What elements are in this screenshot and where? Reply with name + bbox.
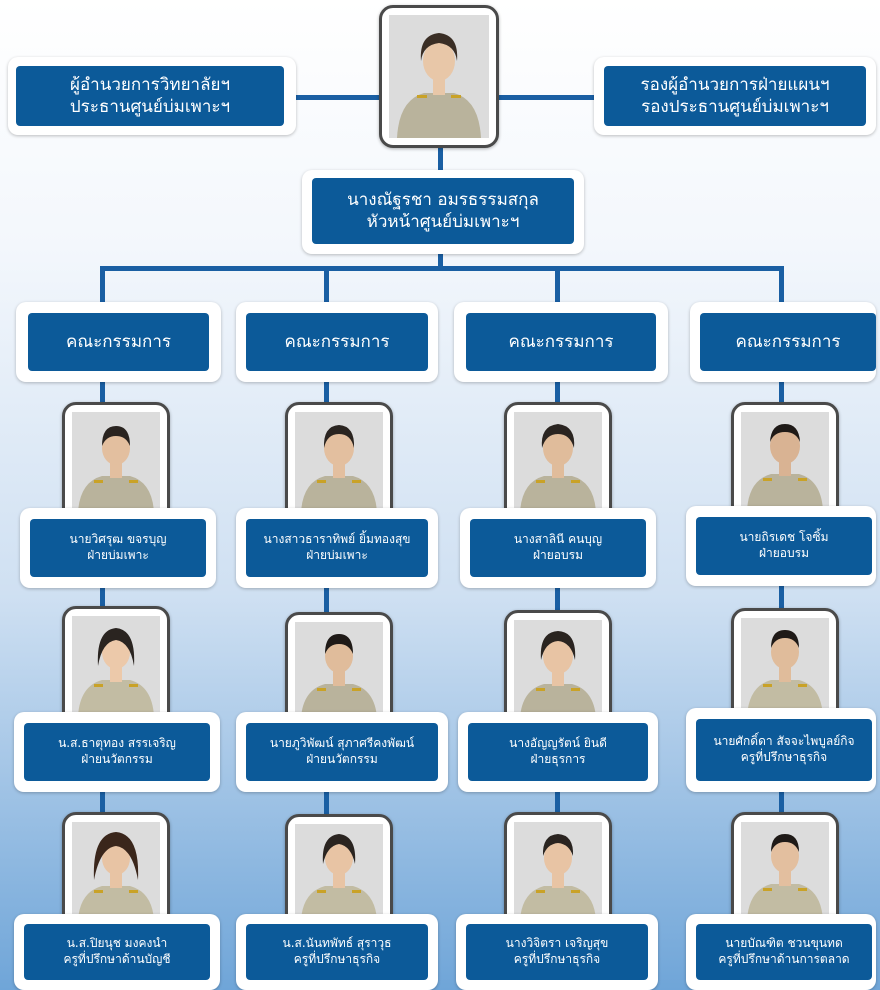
member-role: ฝ่ายบ่มเพาะ (87, 548, 149, 562)
member-photo-frame (731, 402, 839, 520)
member-box: นางอัญญรัตน์ ยินดี ฝ่ายธุรการ (468, 723, 648, 781)
person-photo (72, 616, 160, 716)
head-box: นางณัฐรชา อมรธรรมสกุล หัวหน้าศูนย์บ่มเพา… (312, 178, 574, 244)
person-photo (72, 412, 160, 512)
member-photo-frame (504, 610, 612, 728)
connector-drop-col1 (100, 266, 105, 312)
committee-box-2: คณะกรรมการ (246, 313, 428, 371)
member-photo-frame (62, 402, 170, 522)
member-name: น.ส.ปิยนุช มงคงนำ (66, 936, 168, 951)
person-photo (741, 618, 829, 716)
member-name: นายวิศรุฒ ขจรบุญ (69, 532, 167, 547)
member-photo-frame (62, 812, 170, 930)
member-photo-frame (285, 402, 393, 522)
connector-col2-vertical (324, 370, 329, 830)
connector-drop-col3 (555, 266, 560, 312)
person-photo (389, 15, 489, 138)
person-photo (741, 822, 829, 920)
head-name: นางณัฐรชา อมรธรรมสกุล (347, 189, 539, 210)
head-title: หัวหน้าศูนย์บ่มเพาะฯ (366, 212, 520, 232)
top-right-box: รองผู้อำนวยการฝ่ายแผนฯ รองประธานศูนย์บ่ม… (604, 66, 866, 126)
member-box: นายภูวิพัฒน์ สุภาศรีคงพัฒน์ ฝ่ายนวัตกรรม (246, 723, 438, 781)
person-photo (72, 822, 160, 920)
member-role: ครูที่ปรึกษาธุรกิจ (740, 750, 828, 764)
member-photo-frame (731, 812, 839, 930)
member-box: นายบัณฑิต ชวนขุนทด ครูที่ปรึกษาด้านการตล… (696, 924, 872, 980)
member-role: ฝ่ายอบรม (759, 546, 809, 560)
committee-label-3: คณะกรรมการ (508, 331, 614, 352)
person-photo (741, 412, 829, 510)
member-box: นางสาลินี คนบุญ ฝ่ายอบรม (470, 519, 646, 577)
top-left-line1: ผู้อำนวยการวิทยาลัยฯ (70, 74, 230, 95)
member-name: นางอัญญรัตน์ ยินดี (509, 736, 607, 751)
person-photo (295, 622, 383, 718)
person-photo (295, 412, 383, 512)
head-photo-frame (379, 5, 499, 148)
member-box: นายวิศรุฒ ขจรบุญ ฝ่ายบ่มเพาะ (30, 519, 206, 577)
member-name: นายศักดิ์ดา สัจจะไพบูลย์กิจ (713, 734, 855, 749)
member-box: นางวิจิตรา เจริญสุข ครูที่ปรึกษาธุรกิจ (466, 924, 648, 980)
member-box: น.ส.ธาตุทอง สรรเจริญ ฝ่ายนวัตกรรม (24, 723, 210, 781)
member-box: นางสาวธาราทิพย์ ยิ้มทองสุข ฝ่ายบ่มเพาะ (246, 519, 428, 577)
committee-label-2: คณะกรรมการ (284, 331, 390, 352)
member-name: นายถิรเดช โจซิ้ม (739, 530, 829, 545)
member-photo-frame (504, 402, 612, 522)
member-name: นางวิจิตรา เจริญสุข (505, 936, 609, 951)
committee-box-1: คณะกรรมการ (28, 313, 209, 371)
person-photo (295, 824, 383, 920)
member-box: น.ส.ปิยนุช มงคงนำ ครูที่ปรึกษาด้านบัญชี (24, 924, 210, 980)
top-left-line2: ประธานศูนย์บ่มเพาะฯ (69, 97, 231, 117)
committee-label-4: คณะกรรมการ (735, 331, 841, 352)
top-right-line2: รองประธานศูนย์บ่มเพาะฯ (641, 97, 829, 117)
person-photo (514, 822, 602, 920)
person-photo (514, 412, 602, 512)
member-role: ฝ่ายบ่มเพาะ (306, 548, 368, 562)
member-name: นางสาวธาราทิพย์ ยิ้มทองสุข (263, 532, 411, 547)
connector-col3-vertical (555, 370, 560, 830)
top-right-line1: รองผู้อำนวยการฝ่ายแผนฯ (640, 74, 830, 95)
connector-col4-vertical (779, 370, 784, 830)
member-photo-frame (285, 612, 393, 728)
connector-photo-to-head (438, 146, 443, 178)
member-role: ฝ่ายนวัตกรรม (306, 752, 378, 766)
connector-head-down (438, 248, 443, 270)
member-name: นายบัณฑิต ชวนขุนทด (725, 936, 843, 951)
committee-box-3: คณะกรรมการ (466, 313, 656, 371)
member-role: ครูที่ปรึกษาธุรกิจ (293, 952, 381, 966)
person-photo (514, 620, 602, 718)
member-box: นายถิรเดช โจซิ้ม ฝ่ายอบรม (696, 517, 872, 575)
member-role: ฝ่ายธุรการ (530, 752, 586, 766)
member-role: ฝ่ายนวัตกรรม (81, 752, 153, 766)
committee-box-4: คณะกรรมการ (700, 313, 876, 371)
connector-drop-col2 (324, 266, 329, 312)
member-box: น.ส.นันทพัทธ์ สุราวุธ ครูที่ปรึกษาธุรกิจ (246, 924, 428, 980)
member-name: น.ส.นันทพัทธ์ สุราวุธ (282, 936, 392, 951)
member-photo-frame (62, 606, 170, 726)
member-name: นางสาลินี คนบุญ (513, 532, 603, 547)
member-box: นายศักดิ์ดา สัจจะไพบูลย์กิจ ครูที่ปรึกษา… (696, 719, 872, 781)
member-role: ครูที่ปรึกษาธุรกิจ (513, 952, 601, 966)
member-role: ครูที่ปรึกษาด้านบัญชี (63, 952, 171, 966)
connector-committee-bus (100, 266, 784, 271)
member-photo-frame (731, 608, 839, 726)
committee-label-1: คณะกรรมการ (65, 331, 171, 352)
connector-drop-col4 (779, 266, 784, 312)
top-left-box: ผู้อำนวยการวิทยาลัยฯ ประธานศูนย์บ่มเพาะฯ (16, 66, 284, 126)
member-photo-frame (285, 814, 393, 930)
connector-col1-vertical (100, 370, 105, 830)
member-name: น.ส.ธาตุทอง สรรเจริญ (58, 736, 176, 751)
member-role: ฝ่ายอบรม (533, 548, 583, 562)
member-role: ครูที่ปรึกษาด้านการตลาด (718, 952, 850, 966)
member-name: นายภูวิพัฒน์ สุภาศรีคงพัฒน์ (269, 736, 415, 751)
member-photo-frame (504, 812, 612, 930)
